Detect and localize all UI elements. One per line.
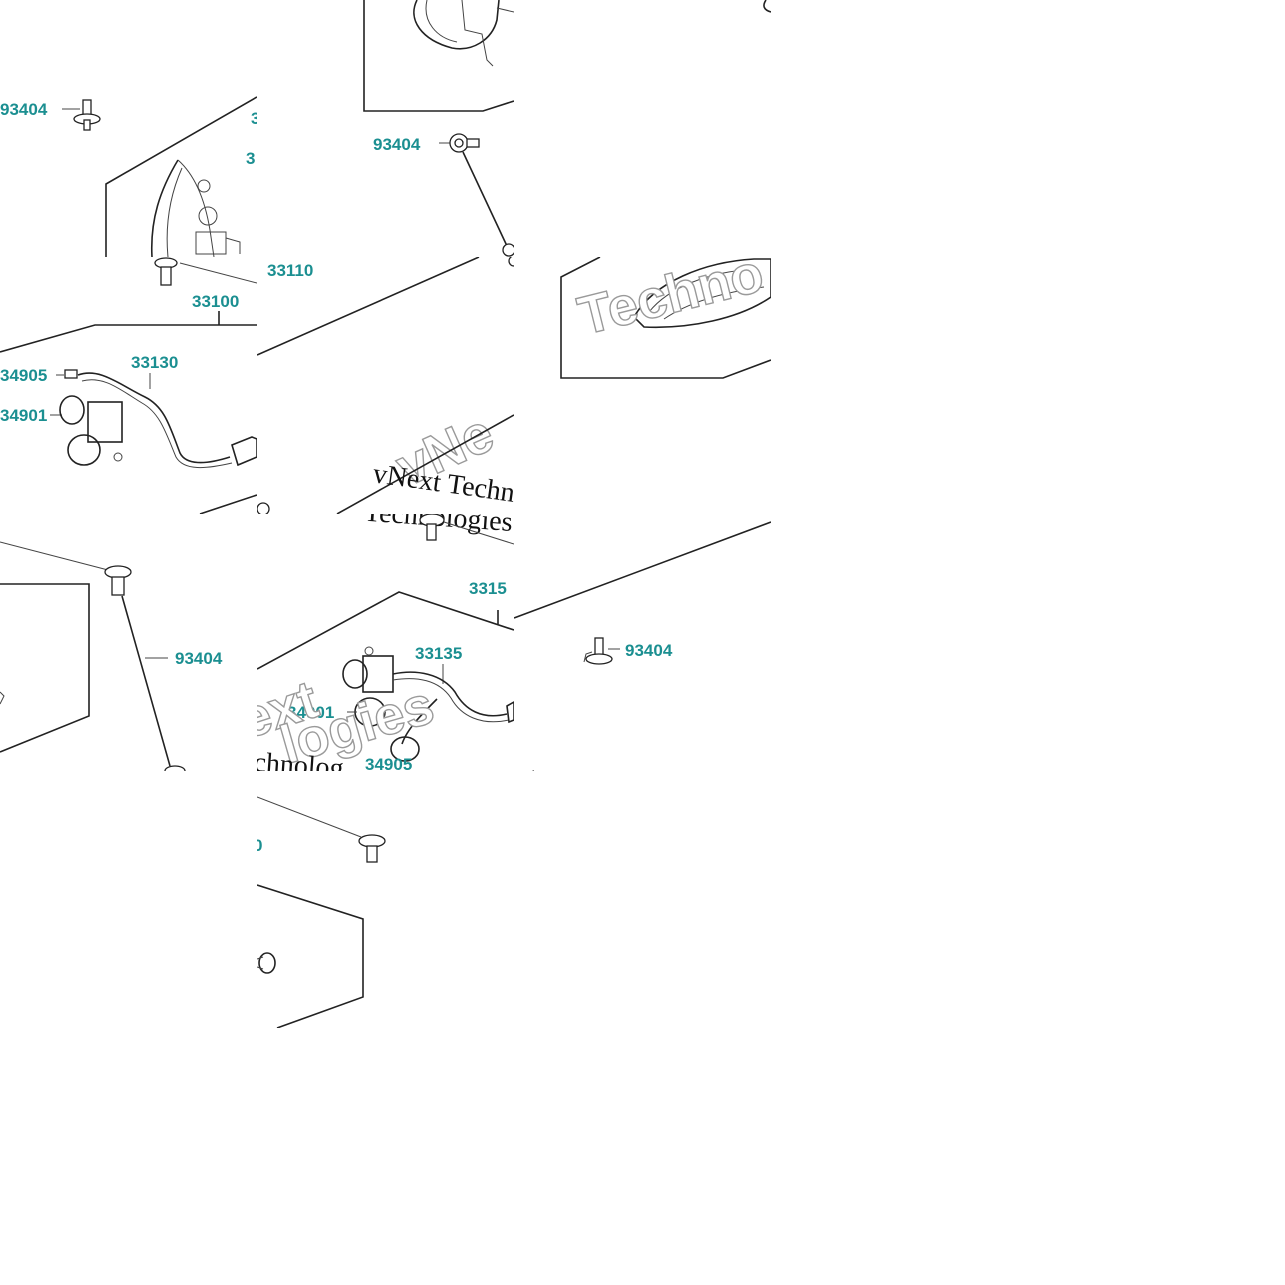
label-fragment-0: 0 <box>257 836 262 855</box>
fastener-icon <box>502 243 514 257</box>
bulb-icon <box>59 395 123 466</box>
diagram-tile-r2c2: 93404 <box>514 514 771 771</box>
label-34901: 34901 <box>0 406 47 425</box>
label-34905: 34905 <box>365 755 412 771</box>
fastener-icon <box>0 691 5 705</box>
bolt-icon <box>154 257 178 286</box>
leader-line <box>121 595 171 767</box>
connector-icon <box>257 952 276 974</box>
bolt-icon <box>358 834 386 863</box>
assembly-outline <box>560 257 771 379</box>
diagram-tile-r2c0: 93404 <box>0 514 257 771</box>
diagram-tile-r1c2: Techno <box>514 257 771 514</box>
wiring-harness-icon <box>77 372 257 469</box>
label-34901: 34901 <box>287 703 334 722</box>
diagram-tile-r0c1: 93404 <box>257 0 514 257</box>
wiring-harness-icon <box>390 671 514 762</box>
assembly-outline <box>0 324 257 353</box>
leader-line <box>257 796 362 838</box>
diagram-tile-r1c0: 33100 33130 34905 34901 <box>0 257 257 514</box>
lamp-housing-icon <box>413 0 514 67</box>
assembly-outline <box>763 0 771 13</box>
label-93404: 93404 <box>625 641 673 660</box>
assembly-outline <box>363 0 514 112</box>
leader-line <box>179 262 257 284</box>
assembly-outline <box>257 884 364 1028</box>
assembly-outline <box>514 521 771 619</box>
assembly-outline <box>257 591 514 670</box>
bolt-icon <box>583 637 613 665</box>
fastener-icon <box>257 502 270 514</box>
label-34905: 34905 <box>0 366 47 385</box>
fastener-icon <box>164 765 186 771</box>
lamp-housing-icon <box>633 258 771 329</box>
diagram-tile-r3c1: 0 <box>257 771 514 1028</box>
label-33150: 3315 <box>469 579 507 598</box>
watermark-outline: Techno <box>572 257 769 347</box>
diagram-tile-r0c0: 93404 3 3 <box>0 0 257 257</box>
fastener-icon <box>508 257 514 267</box>
diagram-tile-r1c1: 33110 vNe vNext Technologies <box>257 257 514 514</box>
leader-line <box>443 521 514 545</box>
leader-line <box>462 151 508 247</box>
label-fragment-3: 3 <box>251 109 257 128</box>
diagram-tile-r2c1: Technologies 33120 3315 33135 <box>257 514 514 771</box>
bolt-icon <box>104 565 132 596</box>
leader-line <box>0 541 109 571</box>
label-fragment-3: 3 <box>246 149 255 168</box>
bolt-icon <box>73 99 101 131</box>
bulb-socket-icon <box>64 369 78 379</box>
watermark-serif: chnolog <box>257 747 345 771</box>
label-33130: 33130 <box>131 353 178 372</box>
label-33100: 33100 <box>192 292 239 311</box>
assembly-outline <box>257 257 480 356</box>
diagram-tile-r0c2 <box>514 0 771 257</box>
label-93404: 93404 <box>373 135 421 154</box>
assembly-outline <box>336 414 514 514</box>
bolt-icon <box>419 514 445 541</box>
label-93404: 93404 <box>175 649 223 668</box>
bolt-icon <box>449 133 480 153</box>
assembly-outline <box>199 494 257 514</box>
label-93404: 93404 <box>0 100 48 119</box>
label-33135: 33135 <box>415 644 462 663</box>
label-33110: 33110 <box>267 261 313 280</box>
assembly-outline <box>105 96 257 257</box>
lamp-housing-icon <box>150 159 241 257</box>
assembly-outline <box>0 583 90 753</box>
